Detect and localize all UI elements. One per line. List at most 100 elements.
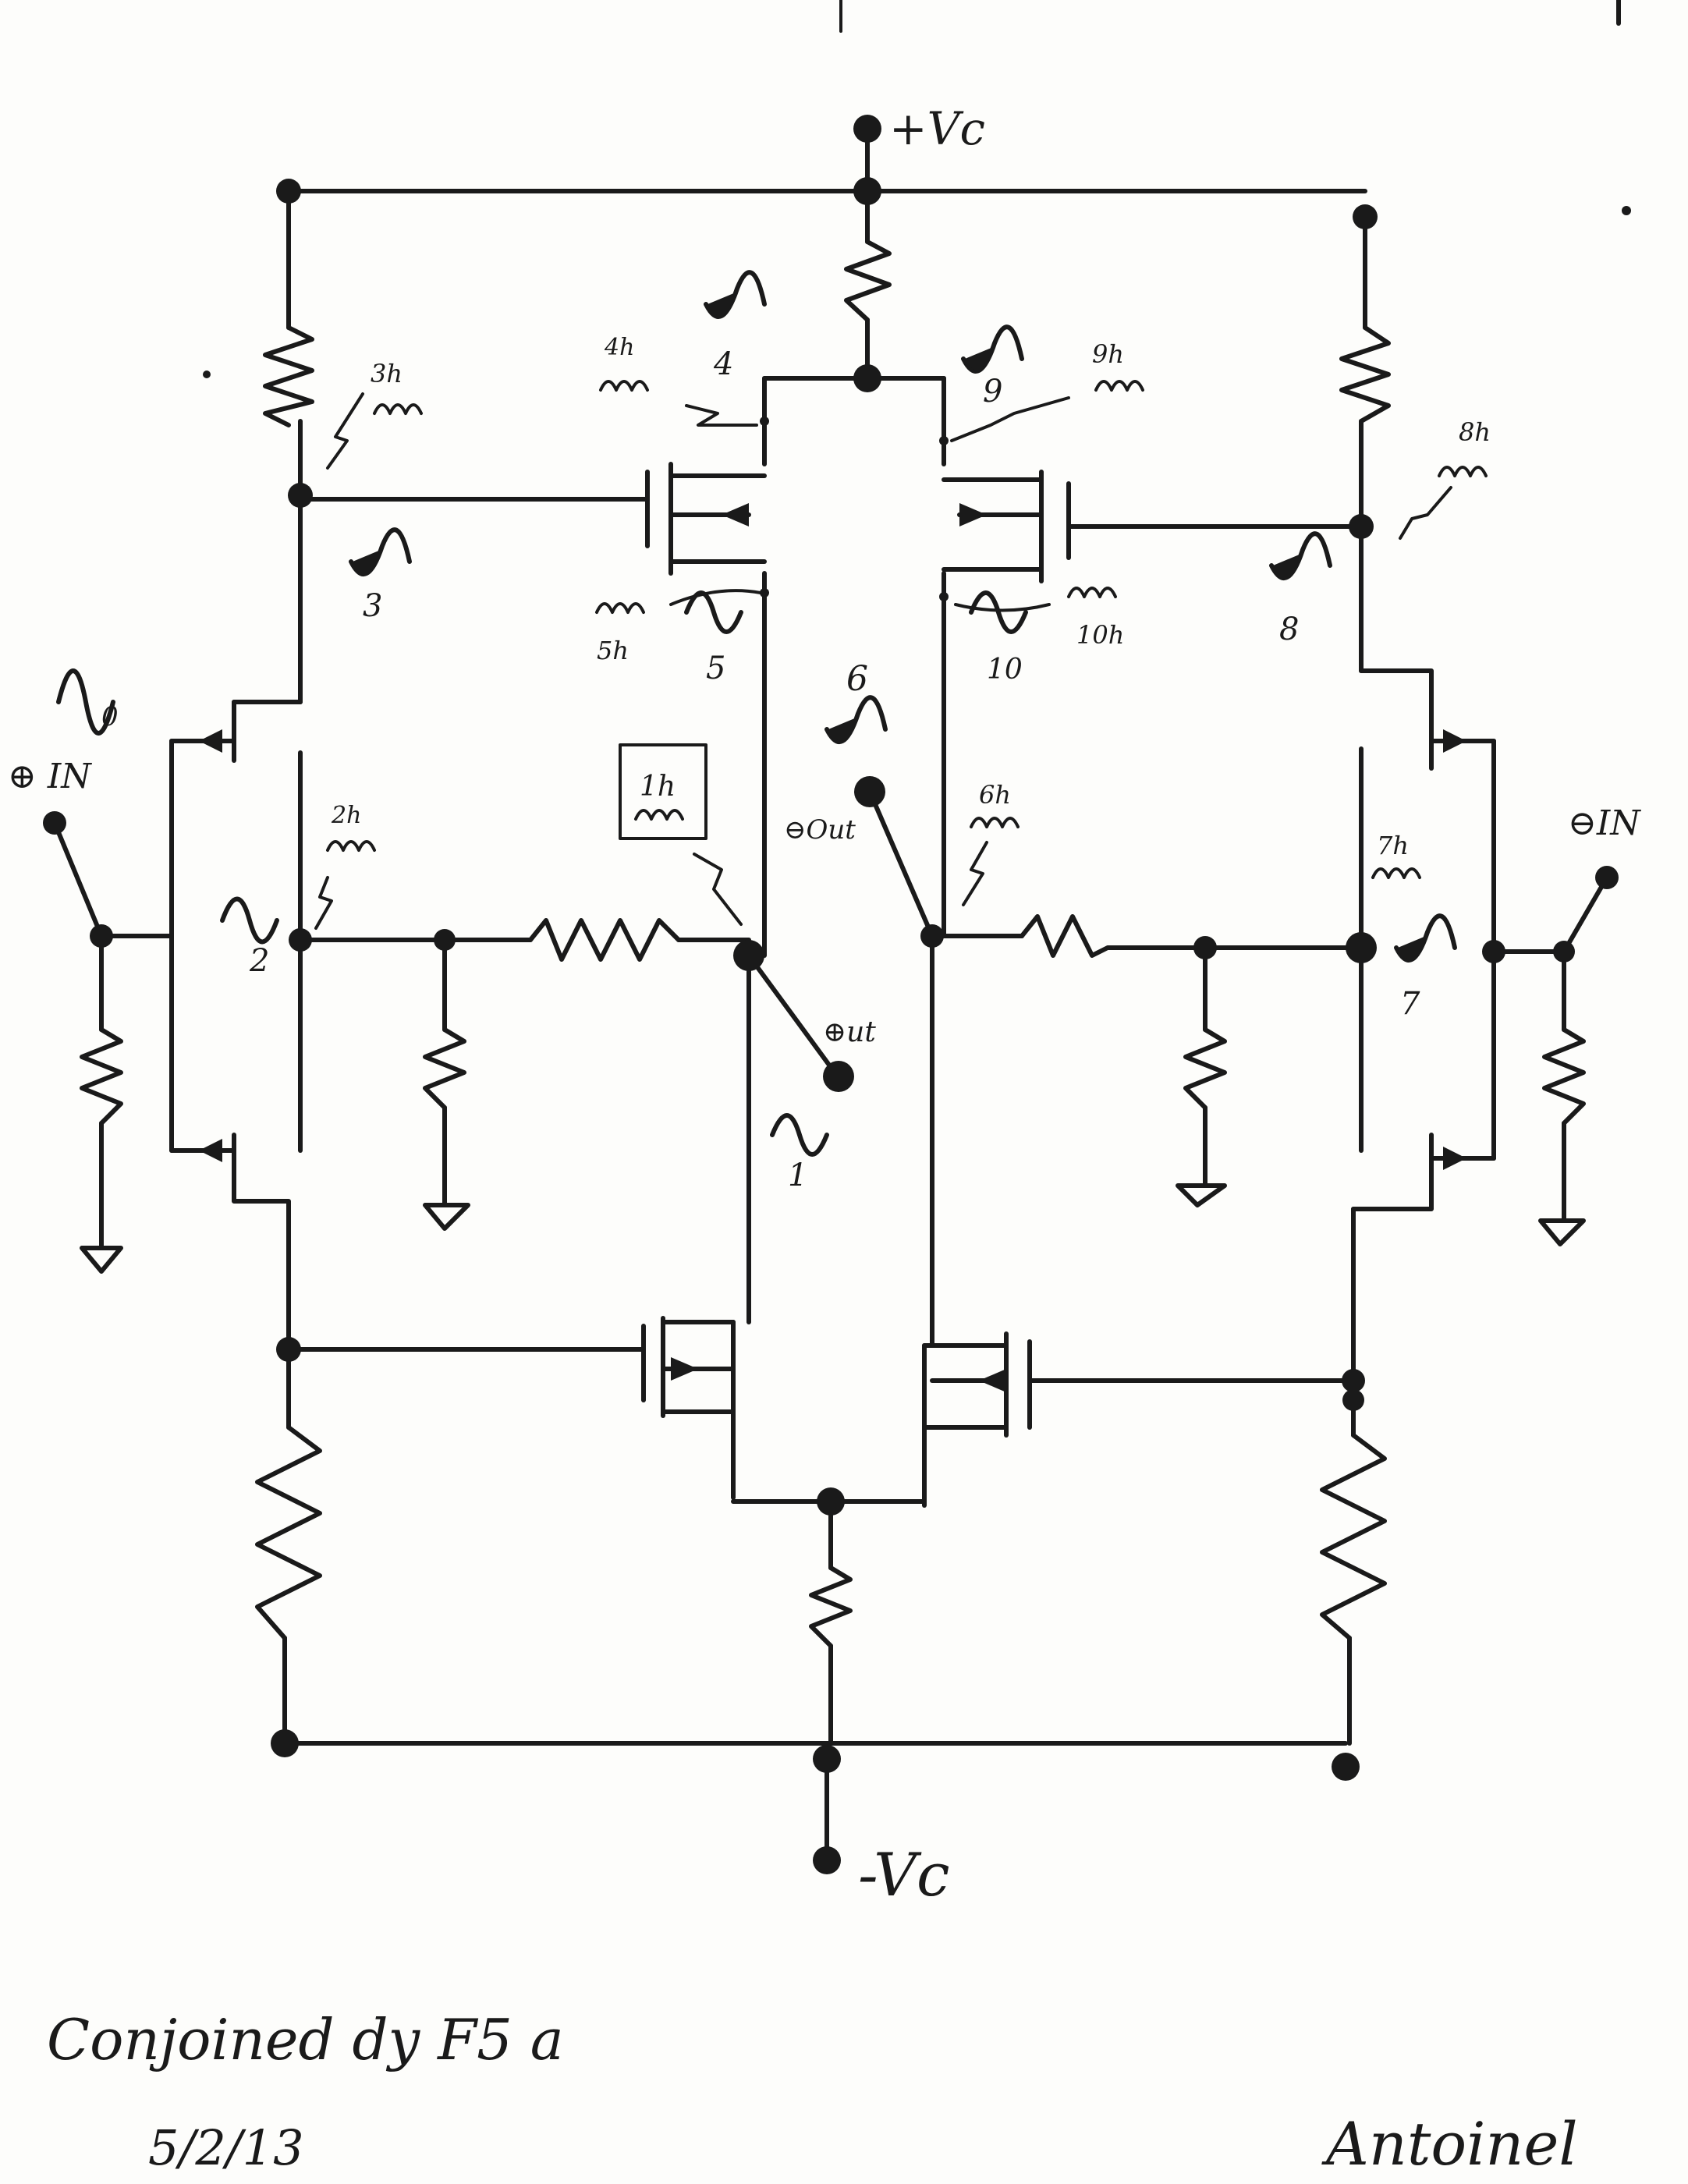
mosfet-lower-left [641, 1316, 736, 1418]
sine-wave-icon [56, 668, 115, 736]
clipped-wave-icon [961, 324, 1024, 374]
resistor-left-input-ground [80, 1027, 123, 1126]
footer-signature: Antoinel [1321, 2109, 1578, 2179]
harmonic-wave-icon [970, 817, 1020, 828]
sine-wave-icon [770, 1113, 829, 1157]
positive-input-label: ⊕ IN [8, 757, 92, 796]
resistor-left-top [263, 325, 314, 427]
node-label-8: 8 [1279, 612, 1299, 647]
positive-input-terminal [43, 811, 66, 835]
jfet-right-upper [1429, 715, 1496, 771]
node-label-6: 6 [846, 659, 868, 699]
negative-input-label: ⊖IN [1568, 803, 1641, 843]
harmonic-wave-icon [1438, 466, 1488, 477]
resistor-left-feedback [423, 1027, 466, 1110]
resistor-right-input-ground [1542, 1027, 1586, 1126]
resistor-right-series [1020, 914, 1126, 958]
resistor-right-top [1339, 325, 1391, 424]
harmonic-label-3h: 3h [371, 359, 402, 388]
clipped-wave-icon [349, 527, 412, 576]
harmonic-label-5h: 5h [597, 636, 629, 665]
wires [52, 126, 1609, 1863]
probe-arrows [314, 392, 1452, 930]
jfet-left-upper [169, 700, 236, 763]
footer-date: 5/2/13 [148, 2119, 304, 2176]
clipped-wave-icon [704, 270, 767, 319]
highlight-box-1h [619, 743, 707, 840]
sine-wave-icon [684, 590, 743, 634]
positive-output-terminal [823, 1061, 854, 1092]
harmonic-wave-icon [595, 602, 645, 614]
negative-input-terminal [1595, 866, 1619, 889]
node-label-1: 1 [788, 1158, 807, 1193]
right-input-lead [1562, 875, 1609, 954]
text-labels: +Vc -Vc ⊕ IN ⊖IN ⊕ut ⊖Out 0 1 2 3 4 5 6 … [8, 102, 1641, 2179]
harmonic-label-2h: 2h [331, 802, 361, 829]
node-label-3: 3 [363, 588, 382, 624]
resistor-left-bottom [255, 1425, 322, 1640]
right-jfet-bottom-drain [1351, 1152, 1434, 1211]
positive-rail-label: +Vc [889, 102, 985, 155]
input-waveform-subscript: 0 [101, 701, 119, 732]
harmonic-label-7h: 7h [1377, 831, 1409, 860]
ground-right-feedback [1176, 1183, 1227, 1207]
node-label-4: 4 [713, 346, 733, 382]
clipped-wave-icon [1269, 531, 1332, 580]
negative-output-label: ⊖Out [784, 814, 856, 846]
negative-output-terminal [854, 776, 885, 807]
ground-left-feedback [423, 1203, 470, 1231]
ground-right-input [1538, 1218, 1586, 1246]
harmonic-wave-icon [373, 403, 423, 415]
grounds [80, 1183, 1586, 1274]
clipped-wave-icon [1394, 913, 1457, 963]
positive-output-label: ⊕ut [823, 1016, 876, 1048]
jfet-right-lower [1429, 1133, 1496, 1200]
right-jfet-top-drain [1359, 668, 1434, 728]
harmonic-wave-icon [1371, 867, 1421, 879]
resistors [80, 239, 1586, 1648]
left-input-lead [52, 821, 104, 938]
negative-rail-label: -Vc [858, 1840, 950, 1909]
node-label-5: 5 [706, 651, 725, 686]
harmonic-wave-icon [1067, 587, 1117, 598]
mosfet-upper-left [645, 462, 767, 576]
left-jfet-bottom-drain [232, 1160, 291, 1219]
harmonic-label-9h: 9h [1092, 339, 1124, 369]
resistor-right-bottom [1320, 1433, 1387, 1640]
negative-output-lead [867, 789, 934, 938]
harmonic-wave-icon [634, 809, 684, 821]
harmonic-wave-icon [599, 380, 649, 392]
mosfet-lower-right [922, 1331, 1032, 1438]
harmonic-wave-icon [1094, 380, 1144, 392]
left-jfet-top-drain [232, 700, 303, 755]
node-label-10: 10 [987, 654, 1023, 686]
transistors [169, 462, 1496, 1438]
resistor-left-series [528, 918, 681, 962]
resistor-right-feedback [1183, 1027, 1227, 1110]
harmonic-wave-icon [326, 840, 376, 852]
positive-output-lead [746, 953, 837, 1075]
harmonic-label-4h: 4h [604, 334, 634, 361]
node-label-7: 7 [1400, 986, 1420, 1022]
harmonic-label-10h: 10h [1076, 620, 1124, 650]
scan-dot [203, 370, 211, 378]
scan-dot [1622, 206, 1631, 215]
sine-wave-icon [969, 590, 1028, 634]
jfet-left-lower [169, 1133, 236, 1196]
harmonic-label-8h: 8h [1459, 417, 1491, 447]
resistor-center-bottom [809, 1565, 853, 1648]
ground-left-input [80, 1246, 123, 1274]
mosfet-upper-right [942, 470, 1071, 583]
resistor-center-top [844, 239, 892, 322]
harmonic-label-1h: 1h [640, 771, 676, 803]
clipped-wave-icon [824, 695, 888, 744]
node-label-2: 2 [249, 943, 269, 979]
junction-nodes [43, 115, 1619, 1874]
footer-title: Conjoined dy F5 a [47, 2007, 564, 2072]
node-label-9: 9 [983, 374, 1002, 410]
sine-wave-icon [220, 896, 279, 945]
harmonic-label-6h: 6h [979, 780, 1011, 810]
waveform-icons [56, 270, 1488, 1157]
